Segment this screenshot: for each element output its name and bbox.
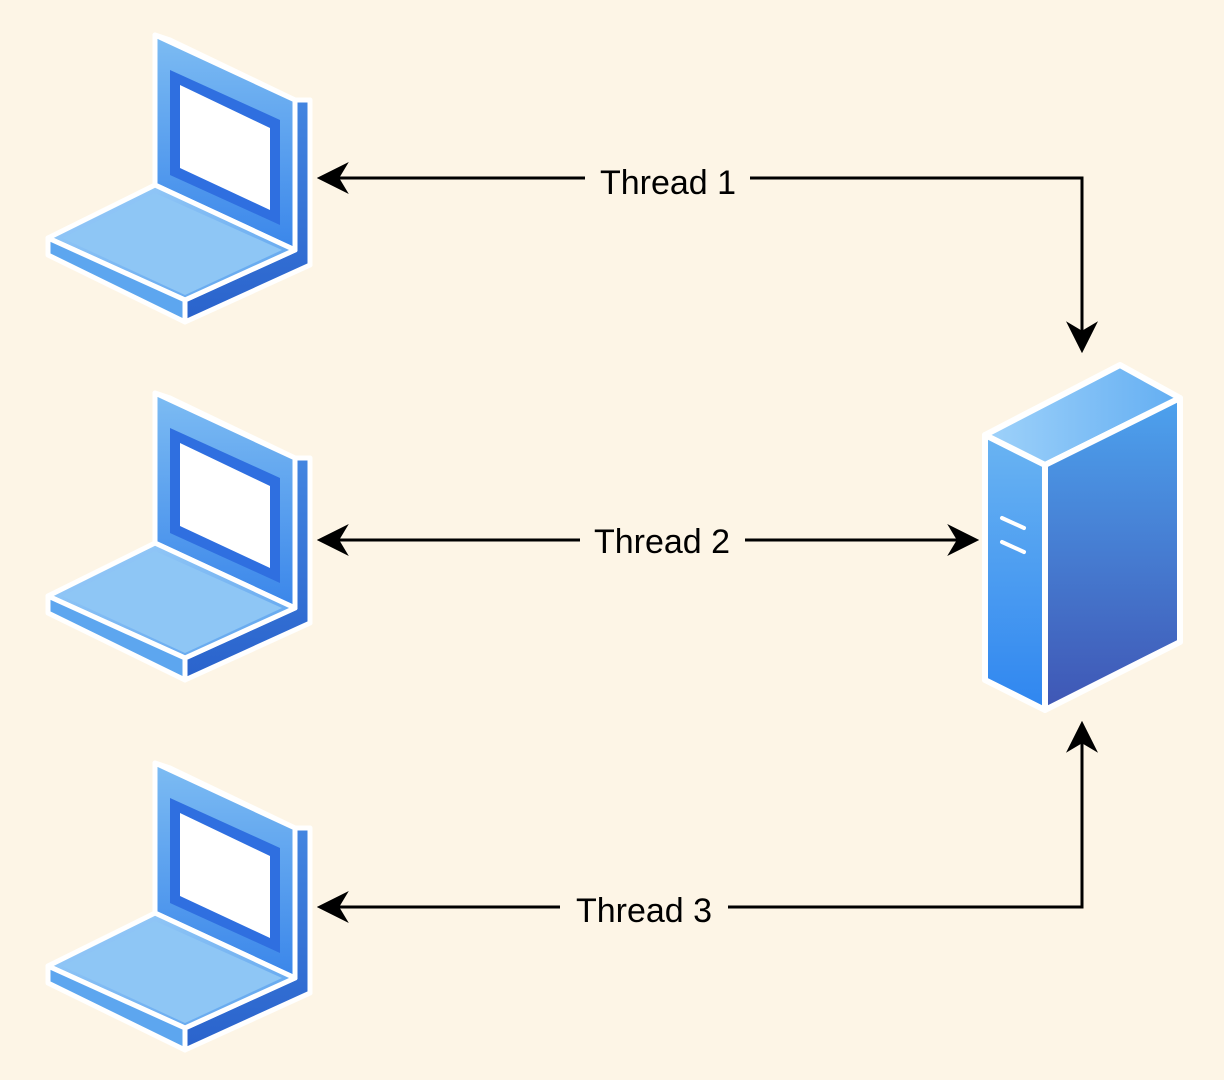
server-icon: [982, 362, 1183, 713]
laptop-2: [48, 393, 310, 680]
edge-label-thread-2: Thread 2: [594, 523, 730, 561]
edge-thread-2: Thread 2: [316, 520, 980, 562]
edge-label-thread-3: Thread 3: [576, 892, 712, 930]
laptop-1: [48, 35, 310, 322]
edge-thread-1: Thread 1: [316, 158, 1098, 354]
edge-thread-3: Thread 3: [316, 720, 1098, 930]
laptop-3: [48, 763, 310, 1050]
edge-label-thread-1: Thread 1: [600, 164, 736, 202]
laptop-icon: [48, 393, 310, 680]
server: [982, 362, 1183, 713]
laptop-icon: [48, 763, 310, 1050]
laptop-icon: [48, 35, 310, 322]
